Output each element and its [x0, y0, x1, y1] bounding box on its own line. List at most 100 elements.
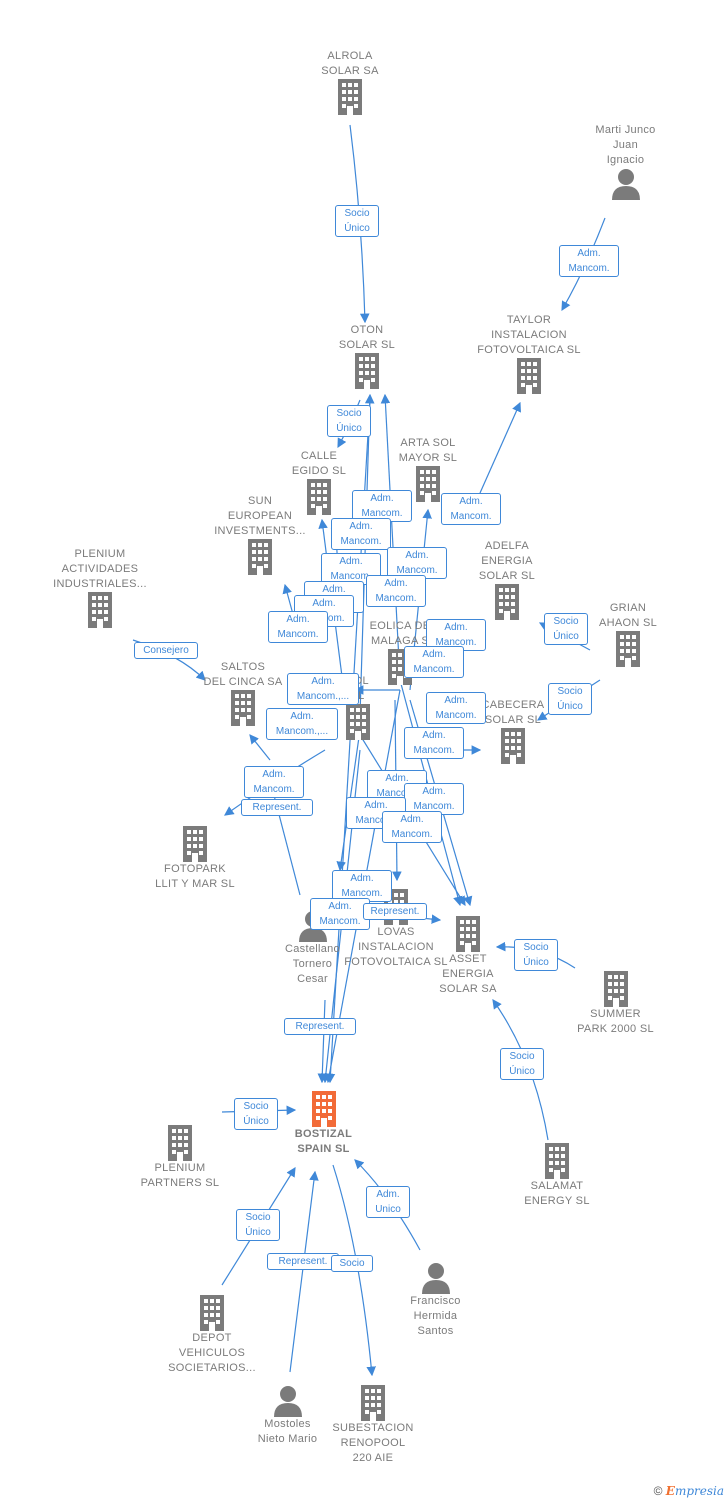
edge-label-socio-unico[interactable]: Socio Único [500, 1048, 544, 1080]
company-label: ARTA SOL MAYOR SL [398, 437, 458, 464]
edge-label-represent[interactable]: Represent. [363, 903, 427, 920]
company-node-eolica[interactable]: EOLICA DE MALAGA S [355, 619, 445, 685]
building-icon [495, 584, 519, 620]
company-label: SUMMER PARK 2000 SL [577, 1008, 654, 1035]
building-icon [416, 466, 440, 502]
empresia-logo[interactable]: Empresia [666, 1484, 724, 1498]
company-node-alrola[interactable]: ALROLA SOLAR SA [305, 49, 395, 115]
company-node-depot[interactable]: DEPOT VEHICULOS SOCIETARIOS... [158, 1295, 266, 1376]
company-label: SUN EUROPEAN INVESTMENTS... [214, 495, 306, 537]
edge-label-represent[interactable]: Represent. [284, 1018, 356, 1035]
edge-label-adm-mancom[interactable]: Adm. Mancom.,... [266, 708, 338, 740]
edge-label-consejero[interactable]: Consejero [134, 642, 198, 659]
company-label: PLENIUM PARTNERS SL [140, 1162, 220, 1189]
company-node-bostizal[interactable]: BOSTIZAL SPAIN SL [276, 1091, 371, 1157]
building-icon [307, 479, 331, 515]
company-node-adelfa[interactable]: ADELFA ENERGIA SOLAR SL [462, 539, 552, 620]
edge-label-adm-mancom[interactable]: Adm. Mancom. [382, 811, 442, 843]
person-icon [421, 1263, 450, 1294]
edge-label-adm-mancom[interactable]: Adm. Mancom. [244, 766, 304, 798]
person-node-francisco[interactable]: Francisco Hermida Santos [393, 1262, 478, 1339]
company-node-fotopark[interactable]: FOTOPARK LLIT Y MAR SL [145, 826, 245, 892]
company-node-sun[interactable]: SUN EUROPEAN INVESTMENTS... [205, 494, 315, 575]
company-label: ALROLA SOLAR SA [321, 50, 379, 77]
edge-label-adm-mancom[interactable]: Adm. Mancom. [331, 518, 391, 550]
edge-label-adm-mancom[interactable]: Adm. Mancom. [268, 611, 328, 643]
building-icon [616, 631, 640, 667]
empresia-footer: © Empresia [654, 1484, 724, 1498]
edge-label-adm-mancom[interactable]: Adm. Mancom. [426, 619, 486, 651]
building-icon [345, 704, 370, 740]
edge-label-adm-mancom[interactable]: Adm. Mancom. [366, 575, 426, 607]
building-icon [545, 1143, 569, 1179]
building-icon [311, 1091, 336, 1127]
company-label: DEPOT VEHICULOS SOCIETARIOS... [168, 1332, 256, 1374]
building-icon [456, 916, 480, 952]
person-icon [611, 169, 640, 200]
building-icon [183, 826, 207, 862]
person-label: Mostoles Nieto Mario [257, 1418, 318, 1445]
edge-label-adm-mancom[interactable]: Adm. Mancom. [310, 898, 370, 930]
edge-label-adm-mancom[interactable]: Adm. Mancom. [404, 646, 464, 678]
company-node-grian[interactable]: GRIAN AHAON SL [588, 601, 668, 667]
company-node-plenium-actividades[interactable]: PLENIUM ACTIVIDADES INDUSTRIALES... [45, 547, 155, 628]
company-label: ADELFA ENERGIA SOLAR SL [478, 540, 536, 582]
edge-label-socio[interactable]: Socio [331, 1255, 373, 1272]
company-label: LOVAS INSTALACION FOTOVOLTAICA SL [344, 926, 448, 968]
edge-label-adm-mancom[interactable]: Adm. Mancom. [404, 727, 464, 759]
company-node-subestacion[interactable]: SUBESTACION RENOPOOL 220 AIE [323, 1385, 423, 1466]
person-node-mostoles[interactable]: Mostoles Nieto Mario [245, 1385, 330, 1447]
company-node-summer[interactable]: SUMMER PARK 2000 SL [563, 971, 668, 1037]
company-label: SALAMAT ENERGY SL [524, 1180, 590, 1207]
building-icon [88, 592, 112, 628]
edge-label-socio-unico[interactable]: Socio Único [335, 205, 379, 237]
person-node-marti[interactable]: Marti Junco Juan Ignacio [578, 123, 673, 200]
company-node-cabecera[interactable]: CABECERA SOLAR SL [468, 698, 558, 764]
edge-label-socio-unico[interactable]: Socio Único [236, 1209, 280, 1241]
edge-label-socio-unico[interactable]: Socio Único [544, 613, 588, 645]
company-label: EOLICA DE MALAGA S [369, 620, 431, 647]
building-icon [338, 79, 362, 115]
building-icon [200, 1295, 224, 1331]
building-icon [168, 1125, 192, 1161]
edge-label-adm-mancom[interactable]: Adm. Mancom. [441, 493, 501, 525]
company-label: FOTOPARK LLIT Y MAR SL [155, 863, 235, 890]
company-node-calle[interactable]: CALLE EGIDO SL [274, 449, 364, 515]
edge-label-adm-mancom[interactable]: Adm. Mancom. [559, 245, 619, 277]
edge-label-socio-unico[interactable]: Socio Único [548, 683, 592, 715]
company-node-plenium-partners[interactable]: PLENIUM PARTNERS SL [130, 1125, 230, 1191]
edge-label-socio-unico[interactable]: Socio Único [514, 939, 558, 971]
edge-label-adm-mancom[interactable]: Adm. Mancom. [426, 692, 486, 724]
copyright-symbol: © [653, 1484, 663, 1498]
edge-label-adm-mancom[interactable]: Adm. Mancom. [404, 783, 464, 815]
company-label: SUBESTACION RENOPOOL 220 AIE [332, 1422, 414, 1464]
company-label: CABECERA SOLAR SL [481, 699, 545, 726]
company-node-saltos[interactable]: SALTOS DEL CINCA SA [193, 660, 293, 726]
company-label: CALLE EGIDO SL [291, 450, 347, 477]
company-node-oton[interactable]: OTON SOLAR SL [322, 323, 412, 389]
building-icon [248, 539, 272, 575]
edge-label-represent[interactable]: Represent. [241, 799, 313, 816]
company-label: BOSTIZAL SPAIN SL [294, 1128, 353, 1155]
logo-text: mpresia [674, 1484, 724, 1498]
company-node-salamat[interactable]: SALAMAT ENERGY SL [512, 1143, 602, 1209]
company-label: OTON SOLAR SL [338, 324, 396, 351]
company-label: ASSET ENERGIA SOLAR SA [439, 953, 497, 995]
building-icon [361, 1385, 385, 1421]
person-label: Francisco Hermida Santos [410, 1295, 461, 1337]
company-label: GRIAN AHAON SL [598, 602, 658, 629]
building-icon [231, 690, 255, 726]
person-icon [273, 1386, 302, 1417]
edge-label-represent[interactable]: Represent. [267, 1253, 339, 1270]
edge-label-adm-mancom[interactable]: Adm. Mancom. [352, 490, 412, 522]
person-node-castellano[interactable]: Castellano Tornero Cesar [270, 910, 355, 987]
building-icon [517, 358, 541, 394]
edge-label-socio-unico[interactable]: Socio Único [234, 1098, 278, 1130]
company-node-taylor[interactable]: TAYLOR INSTALACION FOTOVOLTAICA SL [469, 313, 589, 394]
company-node-asset[interactable]: ASSET ENERGIA SOLAR SA [423, 916, 513, 997]
company-label: TAYLOR INSTALACION FOTOVOLTAICA SL [477, 314, 581, 356]
edge-label-adm-mancom[interactable]: Adm. Mancom.,... [287, 673, 359, 705]
edge-label-adm-unico[interactable]: Adm. Unico [366, 1186, 410, 1218]
company-node-arta[interactable]: ARTA SOL MAYOR SL [383, 436, 473, 502]
edge-label-socio-unico[interactable]: Socio Único [327, 405, 371, 437]
